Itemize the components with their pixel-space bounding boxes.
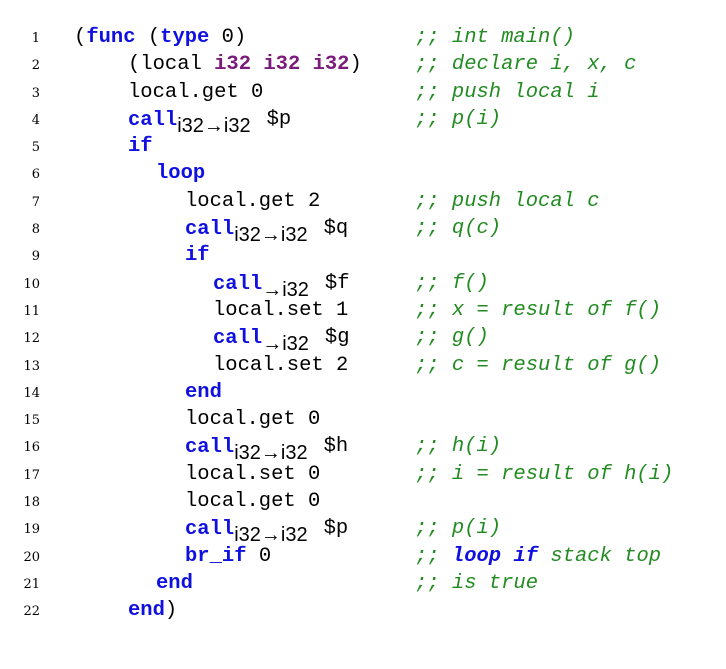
- code-comment: ;; p(i): [415, 107, 502, 131]
- line-number: 3: [31, 85, 40, 101]
- code-text: local.set 0: [185, 462, 321, 486]
- line-number: 8: [31, 222, 40, 238]
- code-comment: ;; h(i): [415, 435, 502, 459]
- code-line: 20 br_if 0 ;; loop if stack top: [0, 543, 726, 570]
- code-line: 7 local.get 2 ;; push local c: [0, 188, 726, 215]
- code-comment: ;; push local i: [415, 80, 600, 104]
- line-number: 21: [23, 576, 40, 592]
- line-number: 20: [23, 549, 40, 565]
- line-number: 13: [23, 358, 40, 374]
- code-text: br_if 0: [185, 544, 272, 568]
- code-line: 18 local.get 0: [0, 488, 726, 515]
- code-comment: ;; q(c): [415, 217, 502, 241]
- line-number: 22: [23, 604, 40, 620]
- code-text: if: [128, 135, 153, 159]
- code-text: end: [156, 571, 193, 595]
- code-text: local.get 0: [185, 490, 321, 514]
- line-number: 11: [23, 303, 40, 319]
- code-text: end: [185, 380, 222, 404]
- code-text: calli32→i32$q: [185, 217, 349, 247]
- code-comment: ;; g(): [415, 326, 489, 350]
- code-text: calli32→i32$p: [128, 107, 292, 137]
- line-number: 12: [23, 331, 40, 347]
- code-comment: ;; int main(): [415, 26, 575, 49]
- code-text: loop: [156, 162, 206, 186]
- code-comment: ;; x = result of f(): [415, 298, 662, 322]
- code-line: 16 calli32→i32$h ;; h(i): [0, 433, 726, 465]
- code-comment: ;; loop if stack top: [415, 544, 662, 568]
- line-number: 1: [31, 31, 40, 46]
- line-number: 2: [31, 58, 40, 74]
- code-text: end): [128, 599, 178, 623]
- code-comment: ;; push local c: [415, 189, 600, 213]
- line-number: 4: [31, 112, 40, 128]
- line-number: 6: [31, 167, 40, 183]
- line-number: 15: [23, 413, 40, 429]
- code-text: calli32→i32$h: [185, 435, 349, 465]
- line-number: 14: [23, 385, 40, 401]
- code-line: 14 end: [0, 379, 726, 406]
- code-line: 19 calli32→i32$p ;; p(i): [0, 515, 726, 547]
- code-text: if: [185, 244, 210, 268]
- line-number: 16: [23, 440, 40, 456]
- code-line: 8 calli32→i32$q ;; q(c): [0, 215, 726, 247]
- code-line: 1 (func (type 0) ;; int main(): [0, 24, 726, 51]
- line-number: 18: [23, 495, 40, 511]
- line-number: 5: [31, 140, 40, 156]
- code-comment: ;; c = result of g(): [415, 353, 662, 377]
- code-text: local.get 0: [128, 80, 264, 104]
- code-line: 17 local.set 0 ;; i = result of h(i): [0, 461, 726, 488]
- code-line: 21 end ;; is true: [0, 570, 726, 597]
- line-number: 19: [23, 522, 40, 538]
- code-text: local.get 2: [185, 189, 321, 213]
- code-comment: ;; f(): [415, 271, 489, 295]
- line-number: 7: [31, 194, 40, 210]
- code-text: call→i32$f: [213, 271, 350, 301]
- code-line: 6 loop: [0, 160, 726, 187]
- code-listing: 1 (func (type 0) ;; int main() 2 (local …: [0, 24, 726, 625]
- code-text: (func (type 0): [74, 26, 247, 49]
- code-line: 2 (local i32 i32 i32) ;; declare i, x, c: [0, 51, 726, 78]
- code-text: call→i32$g: [213, 326, 350, 356]
- code-comment: ;; declare i, x, c: [415, 53, 637, 77]
- code-line: 15 local.get 0: [0, 406, 726, 433]
- code-comment: ;; p(i): [415, 517, 502, 541]
- code-line: 4 calli32→i32$p ;; p(i): [0, 106, 726, 137]
- code-line: 22 end): [0, 597, 726, 624]
- code-line: 11 local.set 1 ;; x = result of f(): [0, 297, 726, 324]
- code-line: 13 local.set 2 ;; c = result of g(): [0, 352, 726, 379]
- code-line: 12 call→i32$g ;; g(): [0, 324, 726, 356]
- code-text: (local i32 i32 i32): [128, 53, 362, 77]
- code-text: local.set 2: [213, 353, 349, 377]
- code-comment: ;; i = result of h(i): [415, 462, 674, 486]
- code-line: 9 if: [0, 242, 726, 269]
- code-comment: ;; is true: [415, 571, 539, 595]
- code-text: local.get 0: [185, 408, 321, 432]
- code-line: 5 if: [0, 133, 726, 160]
- code-line: 3 local.get 0 ;; push local i: [0, 79, 726, 106]
- line-number: 17: [23, 467, 40, 483]
- line-number: 10: [23, 276, 40, 292]
- line-number: 9: [31, 249, 40, 265]
- code-line: 10 call→i32$f ;; f(): [0, 270, 726, 301]
- code-text: local.set 1: [213, 298, 349, 322]
- code-text: calli32→i32$p: [185, 517, 349, 547]
